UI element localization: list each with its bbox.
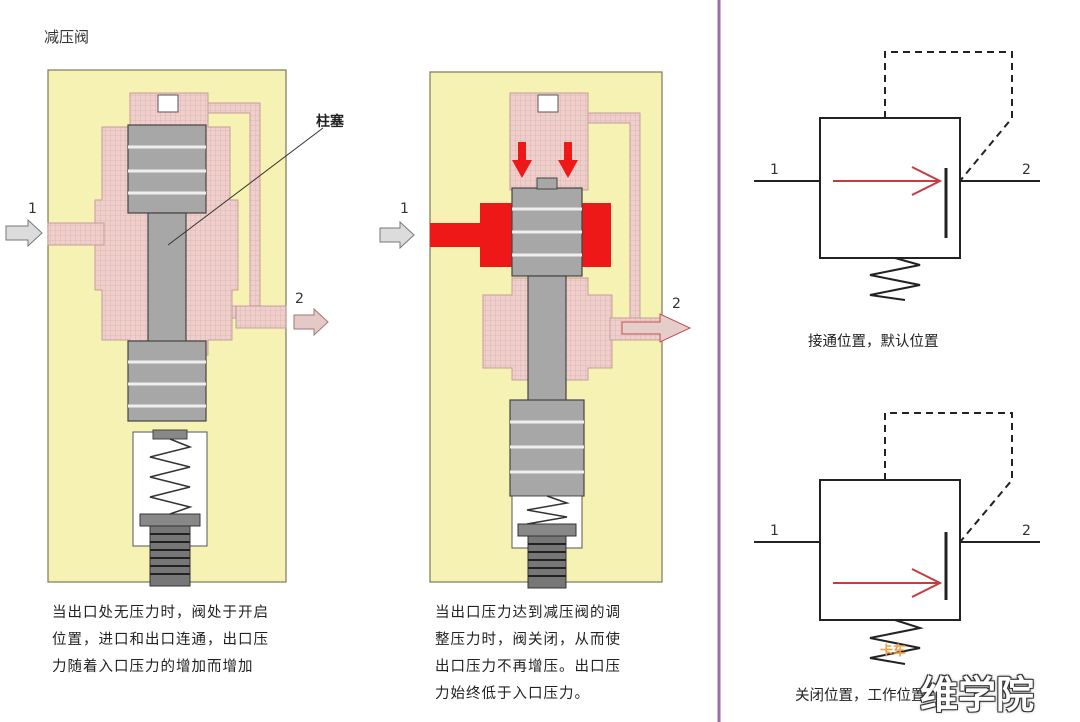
plunger-label: 柱塞 — [316, 113, 345, 130]
closed-position-symbol — [754, 412, 1040, 665]
top-symbol-port-out: 2 — [1022, 162, 1031, 178]
open-position-symbol — [754, 51, 1040, 301]
top-symbol-port-in: 1 — [770, 162, 779, 178]
open-valve-diagram — [47, 69, 287, 587]
bottom-symbol-port-out: 2 — [1022, 523, 1031, 539]
mid-caption-line: 当出口压力达到减压阀的调 — [435, 605, 621, 621]
watermark-large: 维学院 — [920, 673, 1035, 717]
left-port-in-label: 1 — [28, 201, 37, 217]
mid-outlet-arrow-icon — [621, 313, 692, 343]
mid-caption: 当出口压力达到减压阀的调 整压力时，阀关闭，从而使 出口压力不再增压。出口压 力… — [435, 600, 621, 708]
bottom-symbol-port-in: 1 — [770, 523, 779, 539]
left-inlet-arrow-icon — [5, 218, 43, 248]
left-caption-line: 当出口处无压力时，阀处于开启 — [52, 605, 269, 621]
left-caption-line: 位置，进口和出口连通，出口压 — [52, 632, 269, 648]
mid-inlet-arrow-icon — [379, 220, 415, 250]
mid-caption-line: 力始终低于入口压力。 — [435, 686, 590, 702]
plunger-leader-line — [167, 127, 324, 246]
left-caption: 当出口处无压力时，阀处于开启 位置，进口和出口连通，出口压 力随着入口压力的增加… — [52, 600, 269, 681]
top-symbol-caption: 接通位置，默认位置 — [808, 333, 939, 350]
left-port-out-label: 2 — [295, 291, 304, 307]
bottom-symbol-caption: 关闭位置，工作位置 — [795, 687, 926, 704]
left-caption-line: 力随着入口压力的增加而增加 — [52, 659, 254, 675]
title-text: 减压阀 — [44, 28, 89, 46]
left-outlet-arrow-icon — [293, 307, 329, 337]
mid-caption-line: 出口压力不再增压。出口压 — [435, 659, 621, 675]
mid-caption-line: 整压力时，阀关闭，从而使 — [435, 632, 621, 648]
mid-port-in-label: 1 — [400, 201, 409, 217]
watermark-small: 卡车 — [880, 644, 907, 659]
mid-port-out-label: 2 — [672, 296, 681, 312]
